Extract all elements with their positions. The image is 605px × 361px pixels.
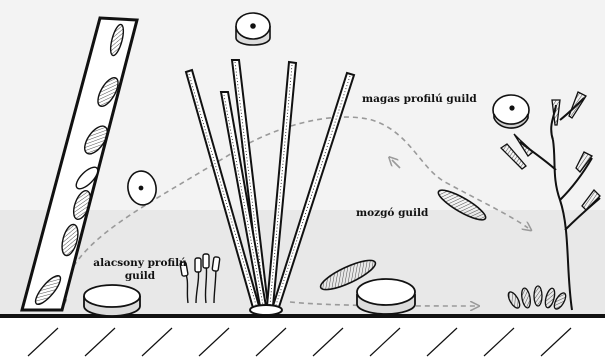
flat-disc-right <box>357 279 415 314</box>
flat-disc-left <box>84 285 140 316</box>
substrate-hatching <box>28 328 571 356</box>
centric-disc-top <box>236 13 270 45</box>
label-motile-guild: mozgó guild <box>356 207 429 219</box>
label-low-profile-line1: alacsony profilú <box>93 257 187 269</box>
substrate-line <box>0 314 605 318</box>
centric-disc-right <box>493 95 529 128</box>
label-high-profile-guild: magas profilú guild <box>362 93 477 105</box>
label-low-profile-line2: guild <box>125 270 156 282</box>
filament-base <box>250 305 282 315</box>
